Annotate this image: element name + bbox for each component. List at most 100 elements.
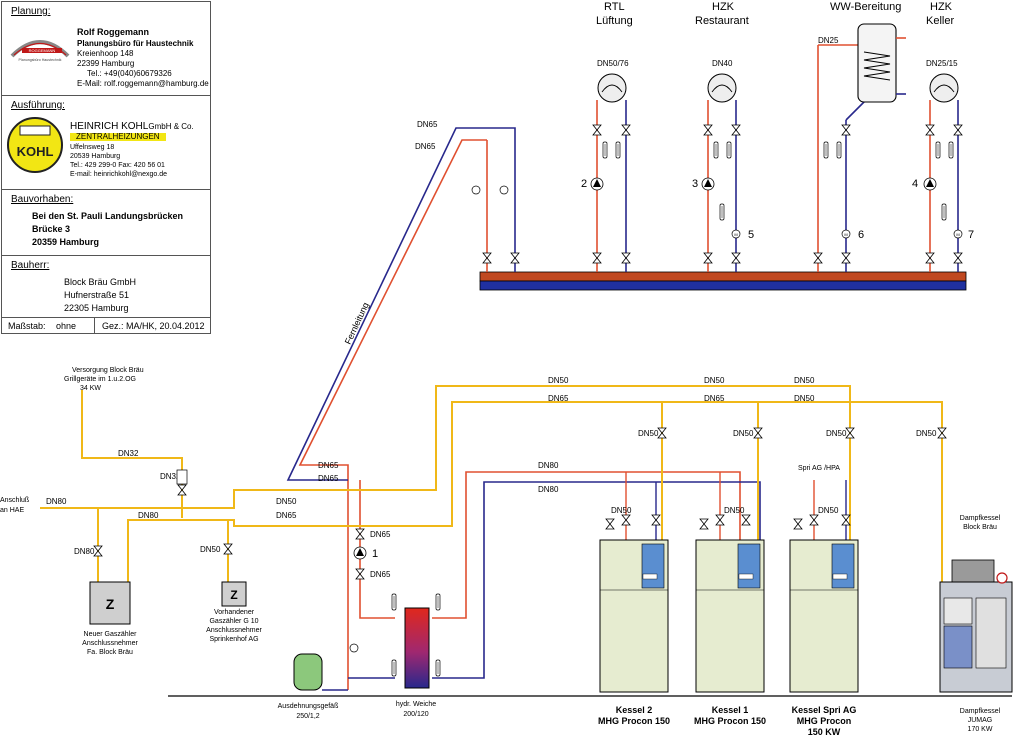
gate-valve-icon: [841, 514, 851, 526]
gate-valve-icon: [753, 427, 763, 439]
dampf-bot-label-1: Dampfkessel: [960, 708, 1001, 715]
title-block: Planung: ROGGEMANN Planungsbüro Haustech…: [1, 1, 211, 334]
anschluss-label-1: Anschluß: [0, 497, 29, 504]
rtl-subtitle: Lüftung: [596, 15, 633, 27]
gate-valve-icon: [731, 124, 741, 136]
pump1-dn-bottom: DN65: [370, 570, 391, 579]
kohl-tag: ZENTRALHEIZUNGEN: [70, 133, 166, 141]
gas-dn32-main: DN32: [118, 449, 139, 458]
planung-section: Planung: ROGGEMANN Planungsbüro Haustech…: [2, 2, 210, 96]
gate-valve-icon: [482, 252, 492, 264]
thermometer-icon: [391, 593, 397, 611]
bauherr-line3: 22305 Hamburg: [64, 303, 129, 313]
boiler-kessel-2: Kessel 2 MHG Procon 150: [598, 514, 670, 726]
motor-valve-icon: [953, 229, 963, 239]
gate-valve-icon: [93, 545, 103, 557]
valve-6-label: 6: [858, 229, 864, 241]
safety-valve-icon: [793, 518, 803, 530]
boiler-kessel-spri: Kessel Spri AG MHG Procon 150 KW: [789, 514, 859, 737]
gate-valve-icon: [510, 252, 520, 264]
massstab-label: Maßstab:: [8, 321, 46, 331]
svg-text:Planungsbüro Haustechnik: Planungsbüro Haustechnik: [19, 58, 62, 62]
boiler2-model: MHG Procon 150: [598, 716, 670, 726]
keller-dn: DN25/15: [926, 59, 958, 68]
pump-4-label: 4: [912, 178, 918, 190]
boiler-spri-extra: 150 KW: [808, 727, 841, 737]
gas-dn50-c: DN50: [704, 376, 725, 385]
boiler1-gas-dn: DN50: [724, 506, 745, 515]
gas-piping: [40, 385, 943, 582]
consumer-hzk-keller: HZK Keller DN25/15 4 7: [912, 1, 974, 264]
bauvorhaben-line1: Bei den St. Pauli Landungsbrücken: [32, 211, 184, 221]
roggemann-logo: ROGGEMANN Planungsbüro Haustechnik: [10, 40, 70, 62]
gate-valve-icon: [925, 124, 935, 136]
expansion-label-2: 250/1,2: [296, 713, 319, 720]
gate-valve-icon: [177, 484, 187, 496]
manifold-return: [479, 280, 967, 291]
svg-text:KOHL: KOHL: [17, 144, 54, 159]
svg-text:ROGGEMANN: ROGGEMANN: [29, 48, 56, 53]
fernleitung-dn-bot1: DN65: [318, 461, 339, 470]
bauvorhaben-line3: 20359 Hamburg: [32, 237, 100, 247]
boiler2-name: Kessel 2: [616, 705, 653, 715]
supply-label-3: 34 KW: [80, 385, 101, 392]
kohl-city: 20539 Hamburg: [70, 153, 121, 160]
gas-dn80-b: DN80: [138, 511, 159, 520]
boiler2-gas-dn: DN50: [611, 506, 632, 515]
radiator-gauge-icon: [707, 73, 737, 103]
gas-dn50-a: DN50: [276, 497, 297, 506]
thermometer-icon: [941, 203, 947, 221]
gate-valve-icon: [703, 252, 713, 264]
hydraulic-separator: [404, 607, 430, 689]
dampf-top-label-2: Block Bräu: [963, 524, 997, 531]
planung-tel: Tel.: +49(040)60679326: [87, 69, 172, 78]
gate-valve-icon: [841, 252, 851, 264]
gas-meter-icon: [89, 581, 131, 625]
pump-icon: [590, 177, 604, 191]
steam-boiler: Dampfkessel Block Bräu Dampfkessel JUMAG…: [939, 515, 1013, 733]
dampf-bot-label-3: 170 KW: [968, 726, 993, 733]
thermometer-icon: [719, 203, 725, 221]
gas-dn65-a: DN65: [276, 511, 297, 520]
meter-new-label-3: Fa. Block Bräu: [87, 649, 133, 656]
gate-valve-icon: [592, 252, 602, 264]
safety-valve-icon: [699, 518, 709, 530]
gas-dn32-valve: DN32: [160, 472, 181, 481]
gate-valve-icon: [741, 514, 751, 526]
meter-old-label-1: Vorhandener: [214, 609, 255, 616]
keller-subtitle: Keller: [926, 15, 954, 27]
titleblock-footer: Maßstab: ohne Gez.: MA/HK, 20.04.2012: [2, 318, 210, 334]
gas-dn50-d: DN50: [794, 376, 815, 385]
pressure-gauge-icon: [471, 185, 481, 195]
thermometer-icon: [935, 141, 941, 159]
pump1-dn-top: DN65: [370, 530, 391, 539]
bauherr-section: Bauherr: Block Bräu GmbH Hufnerstraße 51…: [2, 256, 210, 318]
boiler1-name: Kessel 1: [712, 705, 749, 715]
loop-dn80-return: DN80: [538, 485, 559, 494]
gate-valve-icon: [925, 252, 935, 264]
gas-dn65-c: DN65: [704, 394, 725, 403]
thermometer-icon: [391, 659, 397, 677]
ww-title: WW-Bereitung: [830, 1, 901, 13]
gate-valve-icon: [621, 124, 631, 136]
gas-dn80-meter: DN80: [74, 547, 95, 556]
gate-valve-icon: [953, 252, 963, 264]
gas-branch-dn50-4: DN50: [916, 429, 937, 438]
planung-subtitle: Planungsbüro für Haustechnik: [77, 39, 194, 48]
boiler3-gas-dn: DN50: [818, 506, 839, 515]
gas-valve-icon: [176, 469, 188, 485]
fernleitung-dn-top2: DN65: [415, 142, 436, 151]
gate-valve-icon: [592, 124, 602, 136]
bauvorhaben-heading: Bauvorhaben:: [11, 194, 74, 205]
thermometer-icon: [713, 141, 719, 159]
ausfuehrung-heading: Ausführung:: [11, 100, 65, 111]
gate-valve-icon: [953, 124, 963, 136]
massstab-value: ohne: [56, 321, 77, 331]
bauvorhaben-line2: Brücke 3: [32, 224, 71, 234]
gas-dn65-b: DN65: [548, 394, 569, 403]
expansion-vessel: [293, 653, 323, 691]
gate-valve-icon: [731, 252, 741, 264]
thermometer-icon: [823, 141, 829, 159]
supply-label-1: Versorgung Block Bräu: [72, 367, 144, 374]
